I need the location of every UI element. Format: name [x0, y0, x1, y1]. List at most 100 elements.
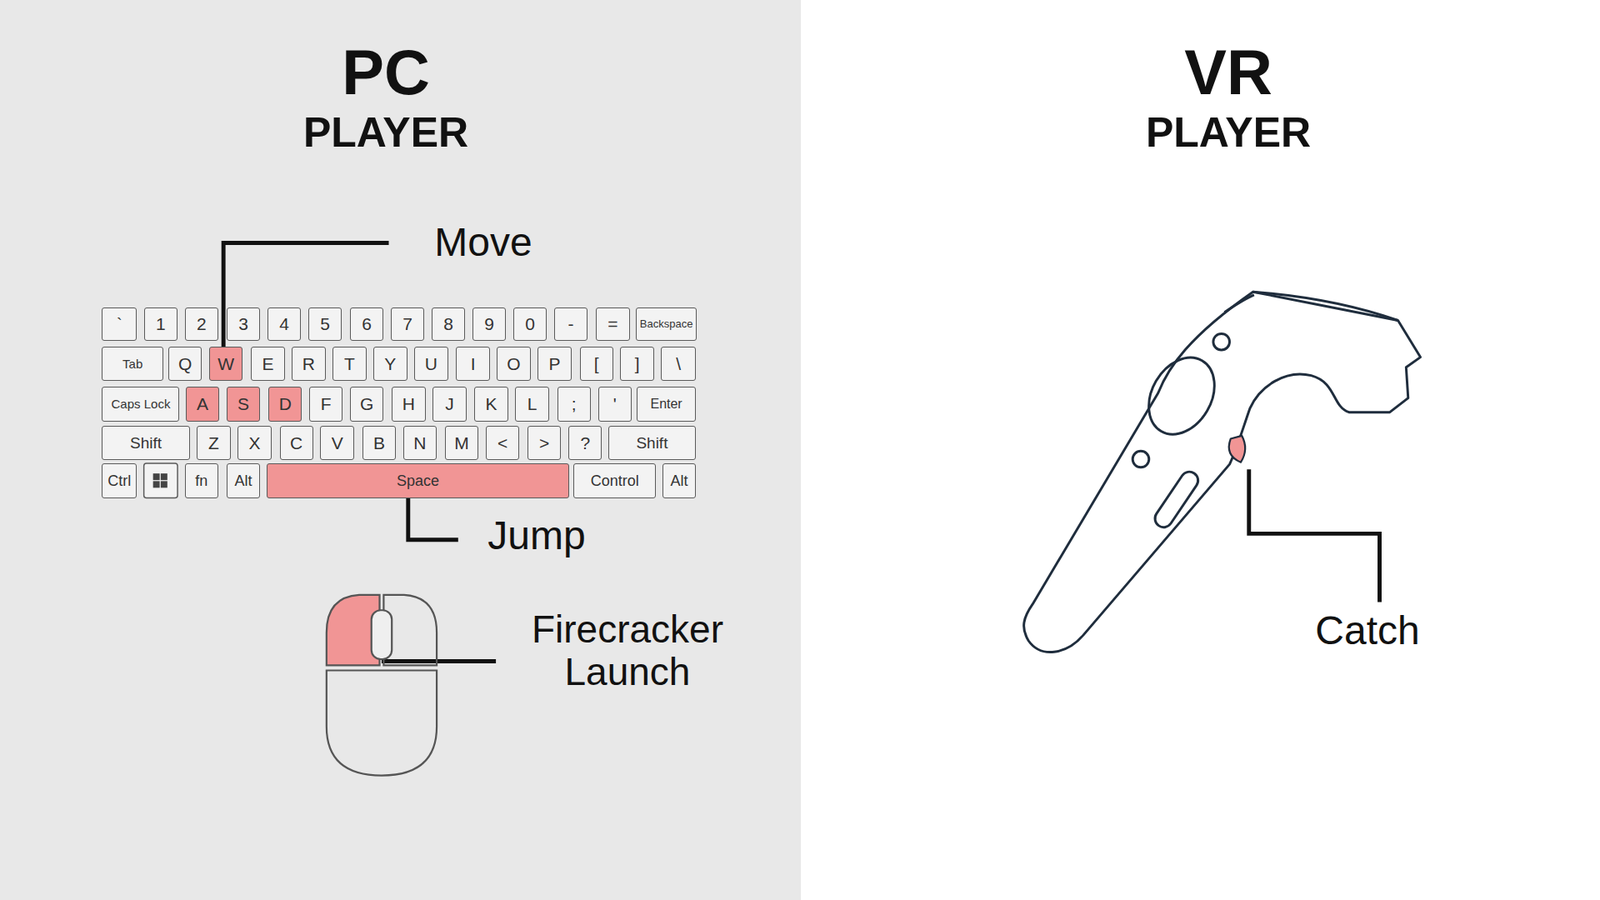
keyboard-key: W	[209, 346, 243, 380]
keyboard-key: Tab	[101, 346, 163, 380]
ring-edge-inner	[1224, 295, 1255, 313]
key-label: 0	[525, 315, 535, 333]
keyboard-key: 9	[472, 307, 506, 341]
keyboard-key: Z	[196, 425, 230, 461]
keyboard-key: O	[496, 346, 530, 380]
key-label: D	[279, 395, 292, 413]
keyboard-key: fn	[185, 463, 219, 499]
vr-controller	[1024, 291, 1421, 652]
key-label: 8	[443, 315, 454, 333]
vr-panel	[800, 0, 1600, 900]
key-label: E	[261, 355, 274, 373]
grip-slot	[1151, 468, 1202, 531]
keyboard-key: 8	[431, 307, 465, 341]
keyboard-key: ;	[557, 386, 591, 422]
menu-button	[1213, 333, 1230, 350]
key-label: Enter	[650, 397, 682, 411]
pc-panel	[0, 0, 801, 900]
jump-leader	[408, 498, 459, 540]
trigger	[1229, 435, 1245, 463]
keyboard-key: Control	[573, 463, 656, 499]
key-label: ?	[580, 434, 590, 452]
keyboard-key: T	[332, 346, 366, 380]
scroll-wheel	[371, 610, 392, 660]
key-label: O	[506, 355, 520, 373]
panel-title: PC	[341, 37, 430, 108]
key-label: [	[594, 355, 600, 373]
keyboard-key: X	[237, 425, 271, 461]
keyboard-key: F	[309, 386, 343, 422]
catch-leader	[1249, 469, 1380, 602]
key-label: Backspace	[640, 318, 694, 330]
keyboard-key: 4	[267, 307, 301, 341]
keyboard-key: Alt	[226, 463, 260, 499]
keyboard-key: =	[595, 307, 630, 341]
keyboard-key: ]	[620, 346, 654, 380]
key-label: W	[217, 355, 235, 373]
key-label: R	[302, 355, 315, 373]
keyboard-key: \	[660, 346, 696, 380]
keyboard-key: -	[554, 307, 588, 341]
key-label: '	[613, 395, 617, 413]
key-label: \	[675, 355, 681, 373]
keyboard-key: S	[226, 386, 260, 422]
keyboard-key: '	[598, 386, 632, 422]
key-label: 1	[155, 315, 166, 333]
key-label: 4	[279, 315, 290, 333]
keyboard-key: Enter	[636, 386, 696, 422]
control-label: Move	[434, 220, 532, 265]
key-label: V	[331, 434, 344, 452]
keyboard-key: `	[101, 307, 137, 341]
control-label: Firecracker Launch	[502, 608, 753, 693]
key-label: Control	[590, 473, 640, 489]
ring-edge	[1253, 291, 1399, 320]
key-label: G	[360, 395, 374, 413]
system-button	[1132, 450, 1150, 468]
keyboard-key: Shift	[608, 425, 696, 461]
keyboard-key: Shift	[101, 425, 190, 461]
move-leader	[223, 242, 389, 348]
key-label: X	[248, 434, 260, 452]
keyboard-key: Space	[266, 463, 570, 499]
key-label: >	[539, 434, 550, 452]
key-label: L	[527, 395, 538, 413]
key-label: A	[196, 395, 209, 413]
key-label: ]	[635, 355, 640, 373]
mouse-illustration	[326, 595, 437, 776]
keyboard-key: M	[445, 425, 479, 461]
key-label: J	[445, 395, 455, 413]
key-label: Alt	[235, 473, 253, 489]
keyboard-key: >	[527, 425, 561, 461]
keyboard-key: C	[280, 425, 314, 461]
key-label: T	[344, 355, 355, 373]
keyboard-key: R	[291, 346, 325, 380]
key-label: Space	[396, 473, 440, 489]
windows-key	[144, 463, 178, 499]
control-label: Catch	[1315, 609, 1420, 654]
keyboard-key: P	[537, 346, 571, 380]
keyboard-key: Caps Lock	[101, 386, 180, 422]
control-label: Jump	[487, 514, 585, 559]
key-label: 5	[320, 315, 330, 333]
keyboard-key: 7	[390, 307, 425, 341]
key-label: ;	[571, 395, 577, 413]
trackpad	[1135, 345, 1228, 446]
key-label: 2	[196, 315, 207, 333]
key-label: 9	[484, 315, 495, 333]
keyboard-key: [	[580, 346, 614, 380]
key-label: Alt	[670, 473, 688, 489]
keyboard-key: J	[432, 386, 466, 422]
keyboard-key: K	[474, 386, 508, 422]
key-label: B	[373, 434, 385, 452]
keyboard-key: Y	[373, 346, 407, 380]
key-label: fn	[195, 473, 208, 489]
key-label: P	[548, 355, 560, 373]
key-label: 7	[402, 315, 413, 333]
key-label: F	[320, 395, 332, 413]
panel-subtitle: PLAYER	[303, 110, 469, 156]
keyboard-key: V	[320, 425, 354, 461]
key-label: -	[568, 315, 575, 333]
key-label: Y	[384, 355, 396, 373]
keyboard-key: A	[185, 386, 220, 422]
mouse-body	[326, 670, 437, 775]
